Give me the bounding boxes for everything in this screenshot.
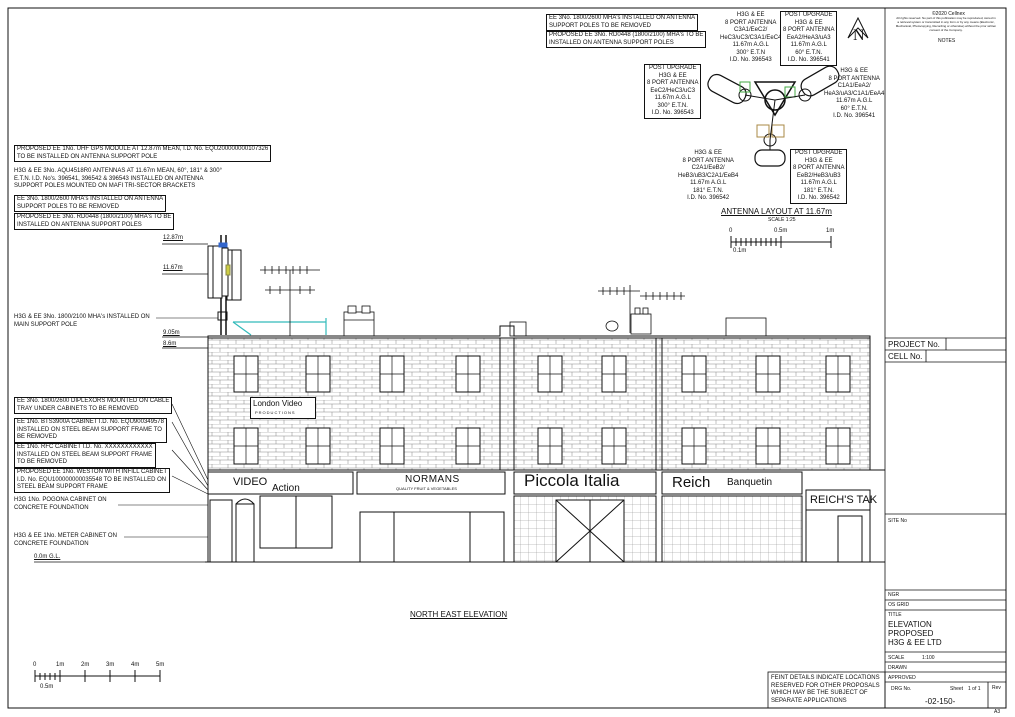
chimneys	[343, 305, 767, 337]
drawing-number: -02-150-	[925, 697, 956, 706]
antenna-label-6: POST UPGRADE H3G & EE 8 PORT ANTENNA EeB…	[790, 149, 848, 204]
level-8-6: 8.6m	[163, 341, 177, 347]
scale-1m: 1m	[56, 662, 65, 668]
north-arrow-icon: N	[847, 16, 869, 44]
shopfronts	[207, 471, 871, 563]
video-sign: VIDEO	[233, 476, 268, 488]
scale-2m: 2m	[81, 662, 90, 668]
note-ee-rd0448: PROPOSED EE 3No. RD0448 (1800/2100) MHA'…	[546, 31, 707, 48]
note-main-pole: H3G & EE 3No. 1800/2100 MHA's INSTALLED …	[14, 314, 150, 328]
antenna-label-3: POST UPGRADE H3G & EE 8 PORT ANTENNA EeC…	[644, 64, 702, 119]
rev-label: Rev	[992, 685, 1001, 691]
level-ground: 0.0m G.L.	[34, 554, 61, 560]
normans-subtitle: QUALITY FRUIT & VEGETABLES	[396, 486, 457, 491]
drawn-label: DRAWN	[888, 665, 907, 671]
reichs-tak-sign: REICH'S TAK	[810, 494, 878, 506]
approved-label: APPROVED	[888, 675, 916, 681]
leader-lines	[118, 317, 218, 538]
copyright-text: All rights reserved. No part of this pub…	[895, 16, 997, 32]
scale-05m: 0.5m	[40, 684, 54, 690]
scale-4m: 4m	[131, 662, 140, 668]
scale-label: SCALE	[888, 655, 905, 661]
antenna-mast	[207, 235, 327, 336]
note-text: EE 3No. 1800/2600 MHA's INSTALLED ON ANT…	[549, 15, 696, 29]
antenna-label-2: POST UPGRADE H3G & EE 8 PORT ANTENNA EeA…	[780, 11, 838, 66]
layout-scale-1: 1m	[826, 228, 835, 234]
note-meter: H3G & EE 1No. METER CABINET ON CONCRETE …	[14, 533, 117, 547]
layout-scale-01: 0.1m	[733, 248, 747, 254]
note-ee-mha-install: EE 3No. 1800/2600 MHA's INSTALLED ON ANT…	[546, 14, 699, 31]
title-line-3: H3G & EE LTD	[888, 638, 942, 647]
layout-scale-05: 0.5m	[774, 228, 788, 234]
antenna-layout-scale: SCALE 1:25	[768, 217, 796, 223]
note-bts: EE 1No. BTS3900A CABINET I.D. No. EQU900…	[14, 418, 167, 443]
title-line-1: ELEVATION	[888, 620, 932, 629]
action-sign: Action	[272, 483, 300, 494]
antenna-label-5: H3G & EE 8 PORT ANTENNA C2A1/EeB2/ HeB3/…	[678, 150, 739, 201]
scale-3m: 3m	[106, 662, 115, 668]
project-no-label: PROJECT No.	[888, 340, 940, 349]
layout-scale-0: 0	[729, 228, 733, 234]
london-video-label: London Video	[253, 399, 303, 408]
window-mullions	[234, 356, 850, 464]
note-rfc: EE 1No. RFC CABINET I.D. No. XXXXXXXXXXX…	[14, 443, 156, 468]
note-gps: PROPOSED EE 1No. UHF GPS MODULE AT 12.87…	[14, 145, 272, 162]
notes-label: NOTES	[938, 38, 956, 44]
drg-no-label: DRG No.	[891, 686, 912, 692]
london-video-sign: London Video PRODUCTIONS	[250, 397, 316, 419]
antenna-label-4: H3G & EE 8 PORT ANTENNA C1A1/EeA2/ HeA3/…	[824, 68, 885, 119]
ngr-label: NGR	[888, 592, 900, 598]
antenna-label-1: H3G & EE 8 PORT ANTENNA C3A1/EeC2/ HeC3/…	[720, 12, 782, 63]
note-mha-remove: EE 3No. 1800/2600 MHA's INSTALLED ON ANT…	[14, 195, 167, 212]
note-weston: PROPOSED EE 1No. WESTON WITH INFILL CABI…	[14, 468, 171, 493]
os-grid-label: OS GRID	[888, 602, 910, 608]
level-lines	[34, 243, 208, 563]
cell-no-label: CELL No.	[888, 352, 923, 361]
title-block-frame	[767, 8, 1006, 709]
tv-aerials	[260, 266, 685, 336]
title-line-2: PROPOSED	[888, 629, 934, 638]
antenna-layout-scale-bar	[730, 236, 832, 248]
elevation-title: NORTH EAST ELEVATION	[410, 610, 508, 619]
title-label: TITLE	[888, 612, 902, 618]
site-no-label: SITE No	[888, 518, 907, 524]
level-11-67: 11.67m	[163, 265, 183, 271]
productions-label: PRODUCTIONS	[255, 410, 296, 415]
level-12-87: 12.87m	[163, 235, 184, 241]
note-diplexors: EE 3No. 1800/2600 DIPLEXORS MOUNTED ON C…	[14, 397, 173, 414]
scale-value: 1:100	[922, 655, 935, 661]
reich-sign: Reich	[672, 474, 711, 491]
normans-sign: NORMANS	[405, 474, 460, 485]
svg-text:N: N	[853, 27, 865, 44]
note-rd0448: PROPOSED EE 3No. RD0448 (1800/2100) MHA'…	[14, 213, 175, 230]
piccola-italia-sign: Piccola Italia	[524, 471, 620, 490]
scale-5m: 5m	[156, 662, 165, 668]
note-aqu: H3G & EE 3No. AQU4518R0 ANTENNAS AT 11.6…	[14, 168, 222, 189]
main-scale-bar	[34, 670, 161, 682]
sheet-label: Sheet	[950, 686, 964, 692]
feint-note: FEINT DETAILS INDICATE LOCATIONS RESERVE…	[771, 675, 880, 704]
antenna-layout-plan	[707, 65, 840, 167]
sheet-value: 1 of 1	[968, 686, 981, 692]
antenna-layout-title: ANTENNA LAYOUT AT 11.67m	[721, 207, 832, 216]
level-9-05: 9.05m	[163, 330, 180, 336]
note-text: PROPOSED EE 3No. RD0448 (1800/2100) MHA'…	[549, 32, 704, 46]
copyright-head: ©2020 Cellnex	[932, 11, 965, 17]
banquetin-sign: Banquetin	[727, 477, 773, 488]
scale-0: 0	[33, 662, 37, 668]
note-pogona: H3G 1No. POGONA CABINET ON CONCRETE FOUN…	[14, 497, 107, 511]
paper-size: A3	[994, 709, 1001, 715]
